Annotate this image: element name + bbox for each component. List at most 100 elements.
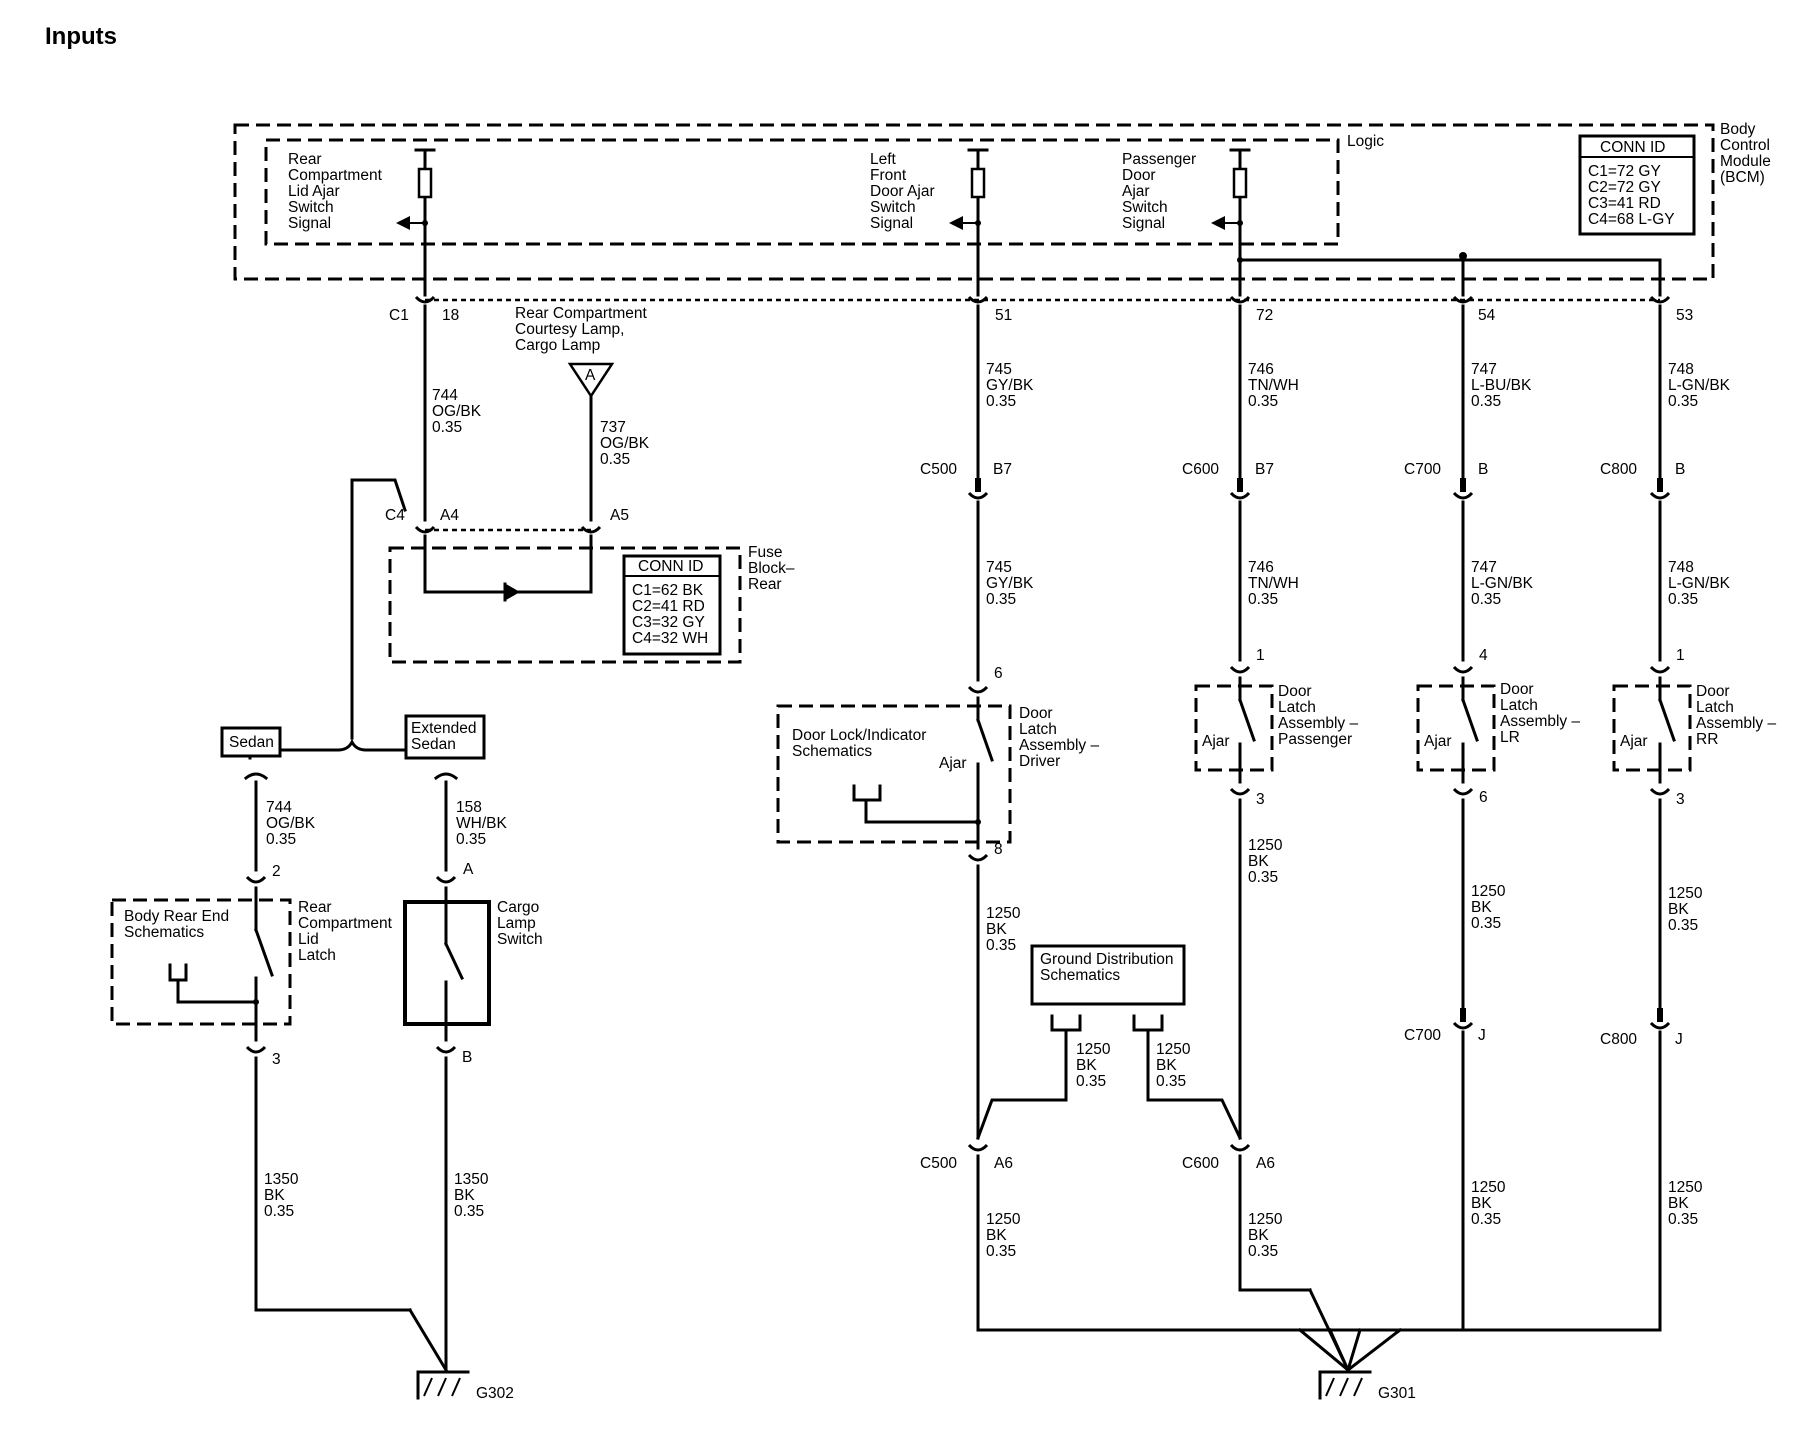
wire-747-a-label: 747 L-BU/BK 0.35 (1471, 361, 1536, 410)
rear-latch-name: Rear Compartment Lid Latch (298, 899, 396, 964)
door-latch-passenger: Ajar Door Latch Assembly – Passenger (1194, 676, 1362, 784)
lr-latch-name: Door Latch Assembly – LR (1500, 681, 1584, 746)
ground-g301-icon (1318, 1370, 1372, 1400)
svg-text:A: A (585, 367, 596, 384)
bcm-module: Logic Body Control Module (BCM) CONN ID … (233, 121, 1771, 297)
svg-text:C700: C700 (1404, 461, 1441, 478)
svg-text:Ajar: Ajar (1620, 733, 1648, 750)
rr-latch-pin-top: 1 (1676, 647, 1685, 664)
c600-top-connector: C600 B7 (1182, 461, 1274, 500)
wire-746-b-label: 746 TN/WH 0.35 (1248, 559, 1303, 608)
driver-latch-pin-top: 6 (994, 665, 1003, 682)
c700-top-connector: C700 B (1404, 461, 1488, 500)
c1-pin-53: 53 (1676, 307, 1693, 324)
wire-745-b-label: 745 GY/BK 0.35 (986, 559, 1038, 608)
door-latch-rr: Ajar Door Latch Assembly – RR (1612, 676, 1780, 784)
svg-text:Ajar: Ajar (939, 755, 967, 772)
svg-text:J: J (1675, 1031, 1683, 1048)
rear-compartment-lid-latch: Body Rear End Schematics Rear Compartmen… (110, 886, 396, 1042)
cargo-switch-pin-bot: B (462, 1049, 472, 1066)
svg-text:C500: C500 (920, 1155, 957, 1172)
c1-pin-54: 54 (1478, 307, 1496, 324)
svg-text:C3=41 RD: C3=41 RD (1588, 195, 1661, 212)
driver-latch-pin-bot: 8 (994, 841, 1003, 858)
svg-text:B: B (1675, 461, 1685, 478)
wire-745-a-label: 745 GY/BK 0.35 (986, 361, 1038, 410)
body-rear-end-ref: Body Rear End Schematics (124, 908, 233, 941)
page-title: Inputs (45, 23, 117, 50)
wire-1250-gd1-label: 1250 BK 0.35 (1076, 1041, 1115, 1090)
pass-latch-name: Door Latch Assembly – Passenger (1278, 683, 1362, 748)
svg-text:C700: C700 (1404, 1027, 1441, 1044)
option-sedan-badge: Sedan (220, 726, 282, 758)
svg-text:C1=62 BK: C1=62 BK (632, 582, 704, 599)
rr-latch-name: Door Latch Assembly – RR (1696, 683, 1780, 748)
pass-latch-pin-bot: 3 (1256, 791, 1265, 808)
lr-latch-pin-bot: 6 (1479, 789, 1488, 806)
wire-746-a-label: 746 TN/WH 0.35 (1248, 361, 1303, 410)
svg-text:C800: C800 (1600, 1031, 1637, 1048)
c4-pin-a4: A4 (440, 507, 459, 524)
wire-747-b-label: 747 L-GN/BK 0.35 (1471, 559, 1537, 608)
svg-text:C2=41 RD: C2=41 RD (632, 598, 705, 615)
svg-text:CONN ID: CONN ID (1600, 139, 1665, 156)
diode-icon (503, 582, 520, 602)
svg-text:Ground Distribution Sche: Ground Distribution Schematics (1040, 951, 1178, 984)
wire-1350-a-label: 1350 BK 0.35 (264, 1171, 303, 1220)
c1-pin-51: 51 (995, 307, 1012, 324)
c800-bottom-connector: C800 J (1600, 1008, 1683, 1048)
svg-text:A6: A6 (994, 1155, 1013, 1172)
pullup-pass-door (1211, 148, 1251, 297)
svg-text:C3=32 GY: C3=32 GY (632, 614, 705, 631)
cargo-switch-name: Cargo Lamp Switch (497, 899, 544, 948)
signal-label-pass-door: Passenger Door Ajar Switch Signal (1122, 151, 1200, 232)
svg-text:Ajar: Ajar (1424, 733, 1452, 750)
svg-text:C600: C600 (1182, 1155, 1219, 1172)
fuse-block-rear: CONN ID C1=62 BK C2=41 RD C3=32 GY C4=32… (388, 534, 799, 664)
svg-text:C600: C600 (1182, 461, 1219, 478)
ground-distribution-ref: Ground Distribution Schematics (1030, 944, 1186, 1102)
lamp-ref-arrow-icon: A (567, 362, 615, 399)
bcm-conn-id-table: CONN ID C1=72 GY C2=72 GY C3=41 RD C4=68… (1578, 134, 1696, 236)
door-latch-lr: Ajar Door Latch Assembly – LR (1416, 676, 1584, 784)
lamp-ref-label: Rear Compartment Courtesy Lamp, Cargo La… (515, 305, 651, 354)
svg-text:B: B (1478, 461, 1488, 478)
pass-latch-pin-top: 1 (1256, 647, 1265, 664)
signal-label-lf-door: Left Front Door Ajar Switch Signal (870, 151, 939, 232)
svg-text:A6: A6 (1256, 1155, 1275, 1172)
lr-latch-pin-top: 4 (1479, 647, 1488, 664)
c500-top-connector: C500 B7 (920, 461, 1012, 500)
svg-text:Ajar: Ajar (1202, 733, 1230, 750)
ground-g302-icon (416, 1370, 470, 1400)
rr-latch-pin-bot: 3 (1676, 791, 1685, 808)
pullup-rear-lid (396, 148, 436, 297)
c4-pin-a5: A5 (610, 507, 629, 524)
wire-748-a-label: 748 L-GN/BK 0.35 (1668, 361, 1734, 410)
svg-text:J: J (1478, 1027, 1486, 1044)
wire-744-sedan-label: 744 OG/BK 0.35 (266, 799, 319, 848)
c1-connector-label: C1 (389, 307, 409, 324)
svg-text:B7: B7 (993, 461, 1012, 478)
wire-1350-b-label: 1350 BK 0.35 (454, 1171, 493, 1220)
cargo-lamp-switch: Cargo Lamp Switch (403, 886, 544, 1042)
door-latch-driver: Ajar Door Lock/Indicator Schematics Door… (776, 696, 1099, 850)
fuse-block-name: Fuse Block– Rear (748, 544, 799, 593)
wire-744-top-label: 744 OG/BK 0.35 (432, 387, 485, 436)
wire-1250-c600-label: 1250 BK 0.35 (1248, 1211, 1287, 1260)
wire-737-label: 737 OG/BK 0.35 (600, 419, 653, 468)
door-lock-ref: Door Lock/Indicator Schematics (792, 727, 931, 760)
svg-text:Sedan: Sedan (229, 734, 274, 751)
ground-g302-label: G302 (476, 1385, 514, 1402)
svg-text:C4=68 L-GY: C4=68 L-GY (1588, 211, 1675, 228)
wire-158-label: 158 WH/BK 0.35 (456, 799, 511, 848)
wire-1250-drv-label: 1250 BK 0.35 (986, 905, 1025, 954)
pullup-lf-door (949, 148, 989, 297)
c4-connector-label: C4 (385, 507, 405, 524)
c500-bottom-connector: C500 A6 (920, 1143, 1013, 1172)
svg-text:C500: C500 (920, 461, 957, 478)
svg-text:C2=72 GY: C2=72 GY (1588, 179, 1661, 196)
svg-text:CONN ID: CONN ID (638, 558, 703, 575)
c1-pin-72: 72 (1256, 307, 1273, 324)
wire-1250-lr-b-label: 1250 BK 0.35 (1471, 1179, 1510, 1228)
